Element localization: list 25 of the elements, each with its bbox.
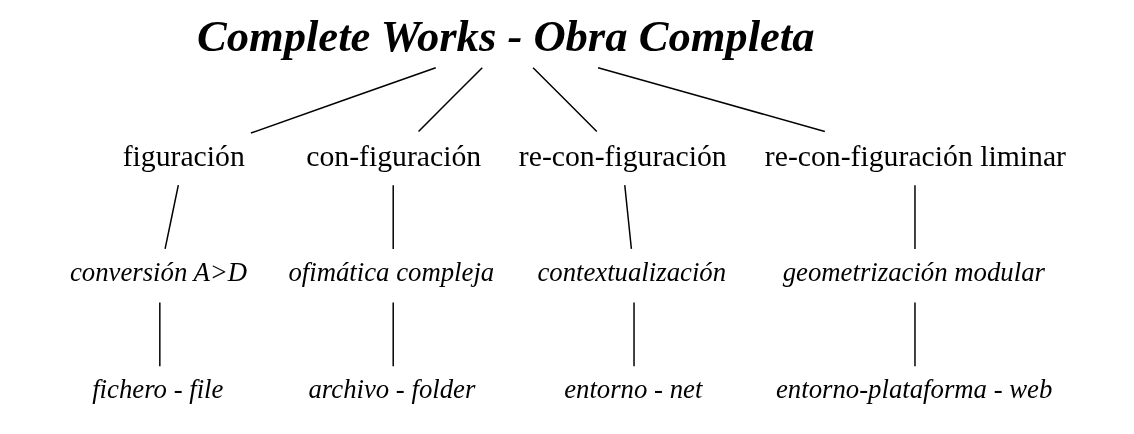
node-text: Complete Works - Obra Completa: [196, 10, 814, 61]
connector: [391, 301, 394, 368]
node-text: entorno - net: [563, 374, 702, 405]
node-text: contextualización: [536, 256, 726, 287]
connector: [531, 67, 598, 133]
connector: [391, 184, 394, 250]
node-text: entorno-plataforma - web: [775, 374, 1052, 405]
connector: [596, 67, 826, 133]
node-text: geometrización modular: [782, 256, 1045, 287]
connector: [158, 301, 161, 368]
node-text: conversión A>D: [69, 256, 247, 287]
connector: [623, 184, 632, 250]
node-text: archivo - folder: [307, 374, 475, 405]
node-text: re-con-figuración: [518, 139, 727, 172]
node-text: ofimática compleja: [287, 256, 494, 287]
node-text: re-con-figuración liminar: [764, 139, 1066, 172]
connector: [417, 67, 483, 133]
node-text: con-figuración: [305, 139, 481, 172]
connector: [913, 184, 916, 250]
node-text: figuración: [122, 139, 245, 172]
node-text: fichero - file: [91, 374, 223, 405]
connector: [163, 184, 179, 250]
connector: [632, 301, 635, 368]
connector: [249, 67, 436, 134]
connector: [913, 301, 916, 368]
